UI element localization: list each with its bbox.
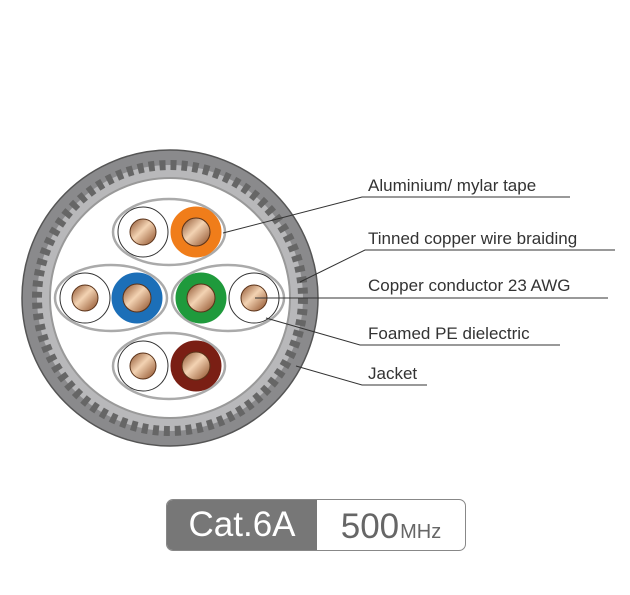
copper-conductor: [181, 217, 211, 247]
label-jacket: Jacket: [368, 364, 418, 383]
label-braid: Tinned copper wire braiding: [368, 229, 578, 248]
category: Cat.6A: [167, 500, 317, 550]
copper-conductor: [186, 283, 216, 313]
label-conductor: Copper conductor 23 AWG: [368, 276, 571, 295]
label-tape: Aluminium/ mylar tape: [368, 176, 537, 195]
copper-conductor: [122, 283, 152, 313]
leader-lines: [222, 196, 615, 386]
copper-conductor: [71, 284, 99, 312]
copper-conductor: [129, 352, 157, 380]
label-dielectric: Foamed PE dielectric: [368, 324, 530, 343]
copper-conductor: [181, 351, 211, 381]
copper-conductor: [129, 218, 157, 246]
